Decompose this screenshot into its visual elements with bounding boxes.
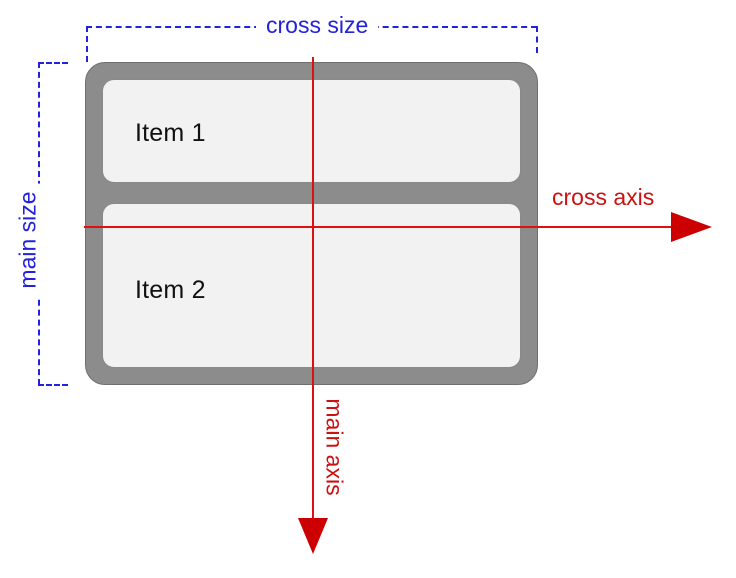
main-axis-arrowhead-icon [298,518,328,554]
cross-size-label: cross size [256,12,379,39]
flex-item-2: Item 2 [102,203,521,368]
flex-item-1-label: Item 1 [135,119,206,147]
main-size-label: main size [14,183,42,297]
flex-container: Item 1 Item 2 [85,62,538,385]
cross-axis-line [84,226,672,228]
main-axis-line [312,57,314,520]
main-size-bracket-tick-top [38,62,68,64]
cross-axis-arrowhead-icon [671,212,712,242]
cross-size-bracket-tick-right [536,26,538,53]
flex-item-1: Item 1 [102,79,521,183]
flex-item-2-label: Item 2 [135,276,206,304]
main-size-bracket-tick-bottom [38,384,68,386]
main-axis-label: main axis [321,398,348,496]
cross-size-bracket-tick-left [86,26,88,62]
cross-axis-label: cross axis [552,184,655,210]
